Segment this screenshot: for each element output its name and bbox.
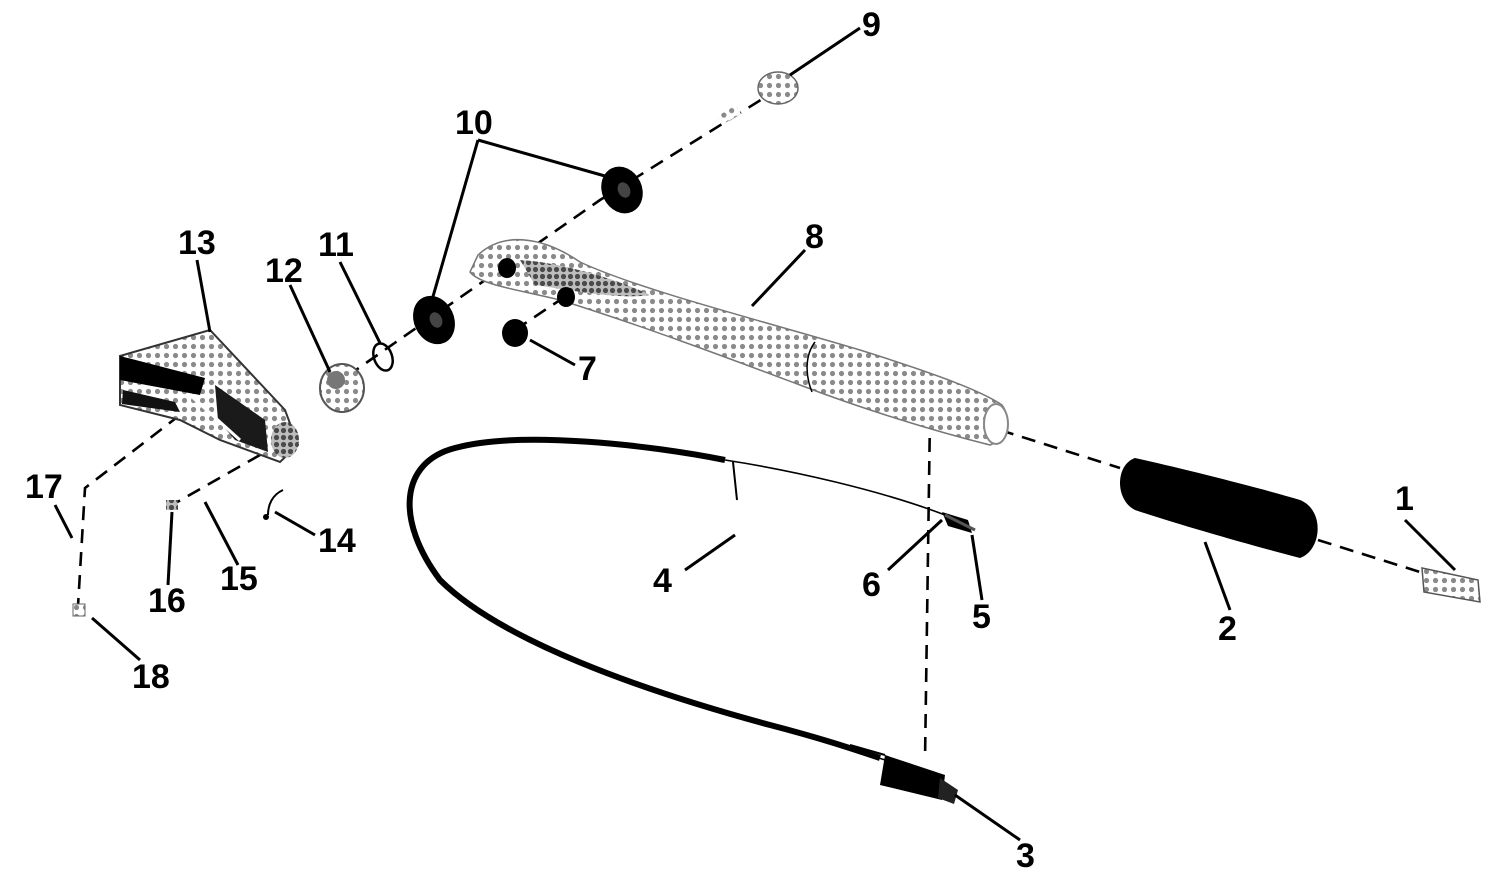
part-switch-connector — [849, 744, 958, 804]
callout-6: 6 — [862, 566, 881, 604]
leader-lines — [53, 26, 1457, 842]
part-plug — [502, 319, 528, 347]
part-o-ring — [372, 342, 394, 372]
callout-11: 11 — [318, 226, 354, 264]
callout-labels: 1 2 3 4 5 6 7 8 9 10 11 12 13 14 15 16 1… — [25, 6, 1414, 875]
callout-14: 14 — [318, 522, 356, 560]
callout-8: 8 — [805, 218, 824, 256]
callout-9: 9 — [862, 6, 881, 44]
callout-7: 7 — [578, 350, 597, 388]
part-bushing — [319, 363, 365, 413]
part-small-hardware — [72, 489, 284, 617]
assembly-centerlines — [76, 86, 1421, 761]
callout-16: 16 — [148, 582, 186, 620]
callout-2: 2 — [1218, 610, 1237, 648]
callout-13: 13 — [178, 224, 216, 262]
callout-17: 17 — [25, 468, 63, 506]
part-housing-bracket — [119, 328, 300, 464]
callout-5: 5 — [972, 598, 991, 636]
callout-15: 15 — [220, 560, 258, 598]
callout-18: 18 — [132, 658, 170, 696]
callout-1: 1 — [1395, 480, 1414, 518]
part-cable-harness — [406, 436, 946, 761]
part-tiller-arm — [469, 239, 1009, 446]
callout-3: 3 — [1016, 837, 1035, 875]
part-end-cap — [716, 71, 799, 125]
callout-10: 10 — [455, 104, 493, 142]
part-terminal — [942, 512, 976, 533]
callout-12: 12 — [265, 252, 303, 290]
part-grip — [1120, 458, 1318, 558]
callout-4: 4 — [653, 562, 672, 600]
part-end-fitting — [1421, 567, 1481, 603]
